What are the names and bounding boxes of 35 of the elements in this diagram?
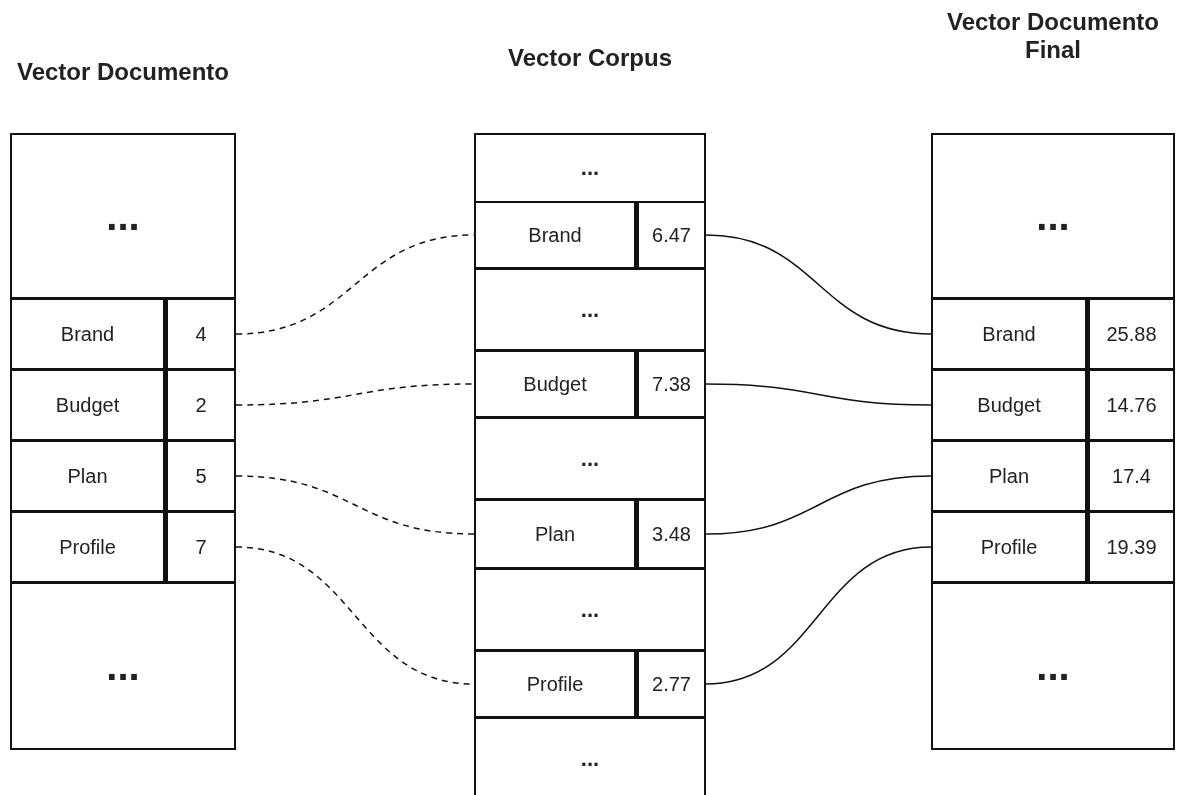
connector-curve xyxy=(705,383,932,406)
value-cell: 7 xyxy=(163,511,236,583)
column-heading: Vector Documento xyxy=(15,58,230,86)
term-cell: Plan xyxy=(474,499,636,569)
value-cell: 25.88 xyxy=(1085,298,1175,370)
ellipsis-cell: ... xyxy=(474,568,706,651)
value-cell: 4 xyxy=(163,298,236,370)
term-cell: Budget xyxy=(10,369,165,441)
term-cell: Plan xyxy=(931,440,1087,512)
dashed-connector xyxy=(235,383,475,406)
term-cell: Brand xyxy=(931,298,1087,370)
term-cell: Profile xyxy=(931,511,1087,583)
value-cell: 6.47 xyxy=(634,201,706,269)
value-cell: 2 xyxy=(163,369,236,441)
connector-curve xyxy=(705,475,932,535)
value-cell: 3.48 xyxy=(634,499,706,569)
column-heading: Vector Corpus xyxy=(506,44,673,72)
value-cell: 2.77 xyxy=(634,650,706,718)
term-cell: Budget xyxy=(931,369,1087,441)
ellipsis-cell: ... xyxy=(474,268,706,351)
term-cell: Budget xyxy=(474,350,636,418)
value-cell: 5 xyxy=(163,440,236,512)
value-cell: 7.38 xyxy=(634,350,706,418)
value-cell: 14.76 xyxy=(1085,369,1175,441)
term-cell: Plan xyxy=(10,440,165,512)
connector-curve xyxy=(705,546,932,685)
dashed-connector xyxy=(235,475,475,535)
term-cell: Brand xyxy=(10,298,165,370)
value-cell: 19.39 xyxy=(1085,511,1175,583)
value-cell: 17.4 xyxy=(1085,440,1175,512)
term-cell: Profile xyxy=(474,650,636,718)
term-cell: Profile xyxy=(10,511,165,583)
column-heading: Vector Documento Final xyxy=(945,8,1160,64)
connector-curve xyxy=(705,234,932,335)
ellipsis-cell: ... xyxy=(474,417,706,500)
